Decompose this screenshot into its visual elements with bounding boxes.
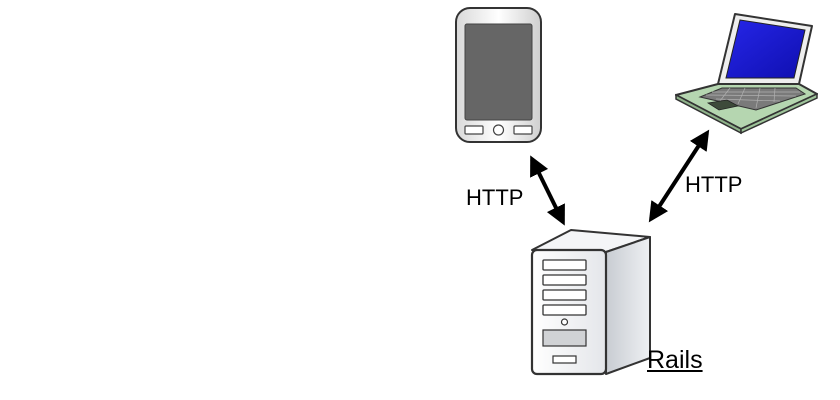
http-label-laptop: HTTP (685, 172, 743, 197)
smartphone-icon (455, 7, 542, 143)
server-tower-icon (530, 229, 651, 376)
http-arrow-phone-server (530, 155, 565, 226)
http-label-phone: HTTP (466, 185, 524, 210)
server-label: Rails (647, 346, 703, 374)
http-arrow-laptop-server (648, 129, 710, 223)
laptop-icon (675, 13, 818, 135)
